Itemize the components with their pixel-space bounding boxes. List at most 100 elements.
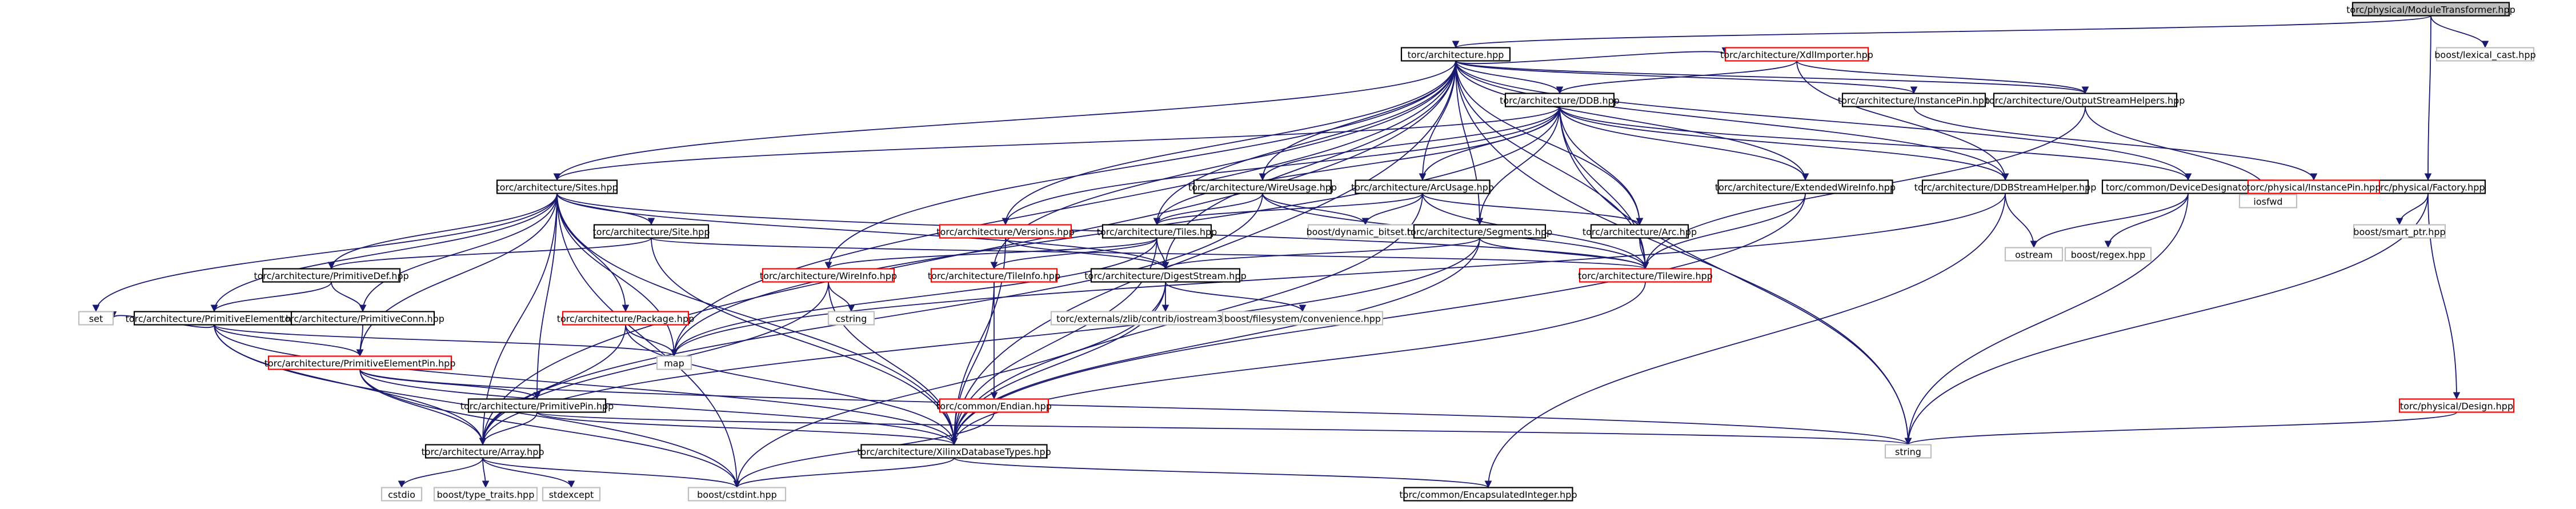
node-torc-architecture-tiles-hpp[interactable]: torc/architecture/Tiles.hpp	[1097, 224, 1217, 239]
node-torc-architecture-tilewire-hpp[interactable]: torc/architecture/Tilewire.hpp	[1578, 268, 1713, 283]
edge-modtrans-to-arch	[1452, 15, 2431, 49]
node-label: boost/lexical_cast.hpp	[2434, 50, 2535, 61]
edge-ddb-to-tiles	[1153, 106, 1560, 226]
edge-primelempin-to-primpin	[359, 369, 541, 400]
node-label: string	[1895, 447, 1921, 458]
edge-outstream-to-iosfwd	[2085, 106, 2272, 195]
node-torc-physical-moduletransformer-hpp[interactable]: torc/physical/ModuleTransformer.hpp	[2346, 2, 2515, 17]
node-torc-architecture-site-hpp[interactable]: torc/architecture/Site.hpp	[593, 224, 710, 239]
edge-primelempin-to-cstdint	[359, 369, 741, 488]
node-torc-architecture-wireinfo-hpp[interactable]: torc/architecture/WireInfo.hpp	[760, 268, 897, 283]
edge-arch-to-tiles	[1153, 61, 1456, 226]
node-layer: torc/physical/ModuleTransformer.hpp torc/…	[78, 2, 2536, 502]
node-iosfwd: iosfwd	[2238, 194, 2298, 209]
edge-tileinfo-to-xdbtypes	[950, 282, 995, 446]
node-torc-architecture-primitiveelement-hpp[interactable]: torc/architecture/PrimitiveElement.hpp	[126, 311, 303, 326]
node-label: torc/externals/zlib/contrib/iostream3/zf…	[1056, 314, 1275, 324]
node-torc-architecture-package-hpp[interactable]: torc/architecture/Package.hpp	[557, 311, 695, 326]
node-torc-architecture-primitiveelementpin-hpp[interactable]: torc/architecture/PrimitiveElementPin.hp…	[265, 355, 456, 370]
edge-ddb-to-arc	[1559, 106, 1644, 226]
node-box	[827, 311, 875, 326]
node-boost-smart-ptr-hpp: boost/smart_ptr.hpp	[2353, 224, 2446, 239]
edge-wireusage-to-tiles	[1153, 193, 1263, 226]
node-torc-architecture-array-hpp[interactable]: torc/architecture/Array.hpp	[421, 444, 544, 459]
node-torc-architecture-ddb-hpp[interactable]: torc/architecture/DDB.hpp	[1500, 93, 1620, 107]
edge-site-to-primdef	[327, 237, 652, 270]
node-torc-architecture-xdlimporter-hpp[interactable]: torc/architecture/XdlImporter.hpp	[1720, 47, 1873, 62]
edge-versions-to-digest	[1005, 238, 1169, 270]
node-torc-architecture-digeststream-hpp[interactable]: torc/architecture/DigestStream.hpp	[1084, 268, 1247, 283]
edge-factory-to-smartptr	[2395, 193, 2429, 226]
node-box	[424, 444, 541, 459]
node-box	[2353, 224, 2446, 239]
node-label: torc/architecture/WireUsage.hpp	[1188, 182, 1337, 193]
node-label: cstdio	[388, 490, 415, 500]
node-label: torc/architecture/DigestStream.hpp	[1084, 271, 1246, 282]
node-box	[1579, 268, 1712, 283]
node-box	[1090, 268, 1241, 283]
edge-xdbtypes-to-cstdint	[733, 458, 955, 488]
node-box	[1101, 224, 1212, 239]
node-label: torc/architecture/PrimitiveDef.hpp	[254, 271, 408, 282]
node-torc-physical-design-hpp[interactable]: torc/physical/Design.hpp	[2398, 398, 2515, 413]
edge-tilewire-to-xdbtypes	[950, 282, 1646, 446]
edge-site-to-tilewire	[651, 237, 1649, 270]
node-torc-architecture-outputstreamhelpers-hpp[interactable]: torc/architecture/OutputStreamHelpers.hp…	[1986, 93, 2185, 107]
node-torc-common-encapsulatedinteger-hpp[interactable]: torc/common/EncapsulatedInteger.hpp	[1399, 487, 1577, 502]
node-box	[656, 355, 692, 370]
node-torc-physical-instancepin-hpp[interactable]: torc/physical/InstancePin.hpp	[2247, 179, 2381, 194]
node-box	[593, 224, 710, 239]
edge-modtrans-to-lexcast	[2430, 15, 2489, 49]
edge-arch-to-arc	[1455, 61, 1644, 226]
node-torc-architecture-instancepin-hpp[interactable]: torc/architecture/InstancePin.hpp	[1838, 93, 1990, 107]
node-torc-common-endian-hpp[interactable]: torc/common/Endian.hpp	[936, 398, 1052, 413]
node-torc-architecture-tileinfo-hpp[interactable]: torc/architecture/TileInfo.hpp	[928, 268, 1060, 283]
node-torc-architecture-arc-hpp[interactable]: torc/architecture/Arc.hpp	[1583, 224, 1697, 239]
node-box	[2398, 398, 2515, 413]
edge-sites-to-primpin	[533, 193, 558, 400]
node-torc-common-devicedesignator-hpp[interactable]: torc/common/DeviceDesignator.hpp	[2101, 179, 2275, 194]
node-torc-architecture-primitivepin-hpp[interactable]: torc/architecture/PrimitivePin.hpp	[460, 398, 614, 413]
node-label: torc/physical/Design.hpp	[2400, 401, 2513, 412]
edge-primpin-to-string	[536, 411, 1912, 446]
node-box	[1504, 93, 1615, 107]
edge-primpin-to-array	[479, 412, 538, 446]
node-label: torc/common/Endian.hpp	[936, 401, 1052, 412]
node-torc-architecture-primitiveconn-hpp[interactable]: torc/architecture/PrimitiveConn.hpp	[281, 311, 444, 326]
edge-arch-to-string	[1455, 61, 1912, 446]
node-torc-architecture-sites-hpp[interactable]: torc/architecture/Sites.hpp	[496, 179, 618, 194]
node-box	[433, 487, 538, 502]
node-torc-physical-factory-hpp[interactable]: torc/physical/Factory.hpp	[2370, 179, 2486, 194]
edge-devdes-to-regex	[2104, 193, 2189, 249]
node-label: torc/architecture/InstancePin.hpp	[1838, 95, 1990, 106]
node-torc-architecture-versions-hpp[interactable]: torc/architecture/Versions.hpp	[936, 224, 1075, 239]
node-label: torc/physical/InstancePin.hpp	[2247, 182, 2381, 193]
edge-sites-to-primdef	[327, 193, 558, 270]
edge-ddb-to-tilewire	[1559, 106, 1649, 270]
node-torc-architecture-ddbstreamhelper-hpp[interactable]: torc/architecture/DDBStreamHelper.hpp	[1914, 179, 2097, 194]
node-torc-architecture-extendedwireinfo-hpp[interactable]: torc/architecture/ExtendedWireInfo.hpp	[1715, 179, 1896, 194]
node-cstdio: cstdio	[380, 487, 423, 502]
node-torc-architecture-hpp[interactable]: torc/architecture.hpp	[1400, 47, 1511, 62]
node-label: torc/architecture/DDB.hpp	[1500, 95, 1620, 106]
edge-layer	[92, 15, 2489, 488]
node-box	[1921, 179, 2089, 194]
edge-primdef-to-primelem	[210, 282, 332, 312]
node-label: torc/architecture/XdlImporter.hpp	[1720, 50, 1873, 61]
node-torc-architecture-wireusage-hpp[interactable]: torc/architecture/WireUsage.hpp	[1188, 179, 1337, 194]
edge-arch-to-ddbsh	[1455, 61, 2009, 181]
node-label: torc/architecture/ExtendedWireInfo.hpp	[1715, 182, 1896, 193]
node-stdexcept: stdexcept	[542, 487, 601, 502]
node-torc-architecture-arcusage-hpp[interactable]: torc/architecture/ArcUsage.hpp	[1351, 179, 1494, 194]
node-label: cstring	[836, 314, 867, 324]
node-torc-architecture-segments-hpp[interactable]: torc/architecture/Segments.hpp	[1407, 224, 1553, 239]
node-torc-architecture-primitivedef-hpp[interactable]: torc/architecture/PrimitiveDef.hpp	[254, 268, 409, 283]
node-box	[542, 487, 601, 502]
node-torc-architecture-xilinxdatabasetypes-hpp[interactable]: torc/architecture/XilinxDatabaseTypes.hp…	[857, 444, 1051, 459]
node-box	[290, 311, 435, 326]
edge-arcusage-to-tiles	[1153, 193, 1423, 226]
edge-segments-to-digest	[1161, 237, 1480, 270]
edge-modtrans-to-factory	[2424, 15, 2432, 181]
node-box	[939, 398, 1049, 413]
node-box	[562, 311, 690, 326]
